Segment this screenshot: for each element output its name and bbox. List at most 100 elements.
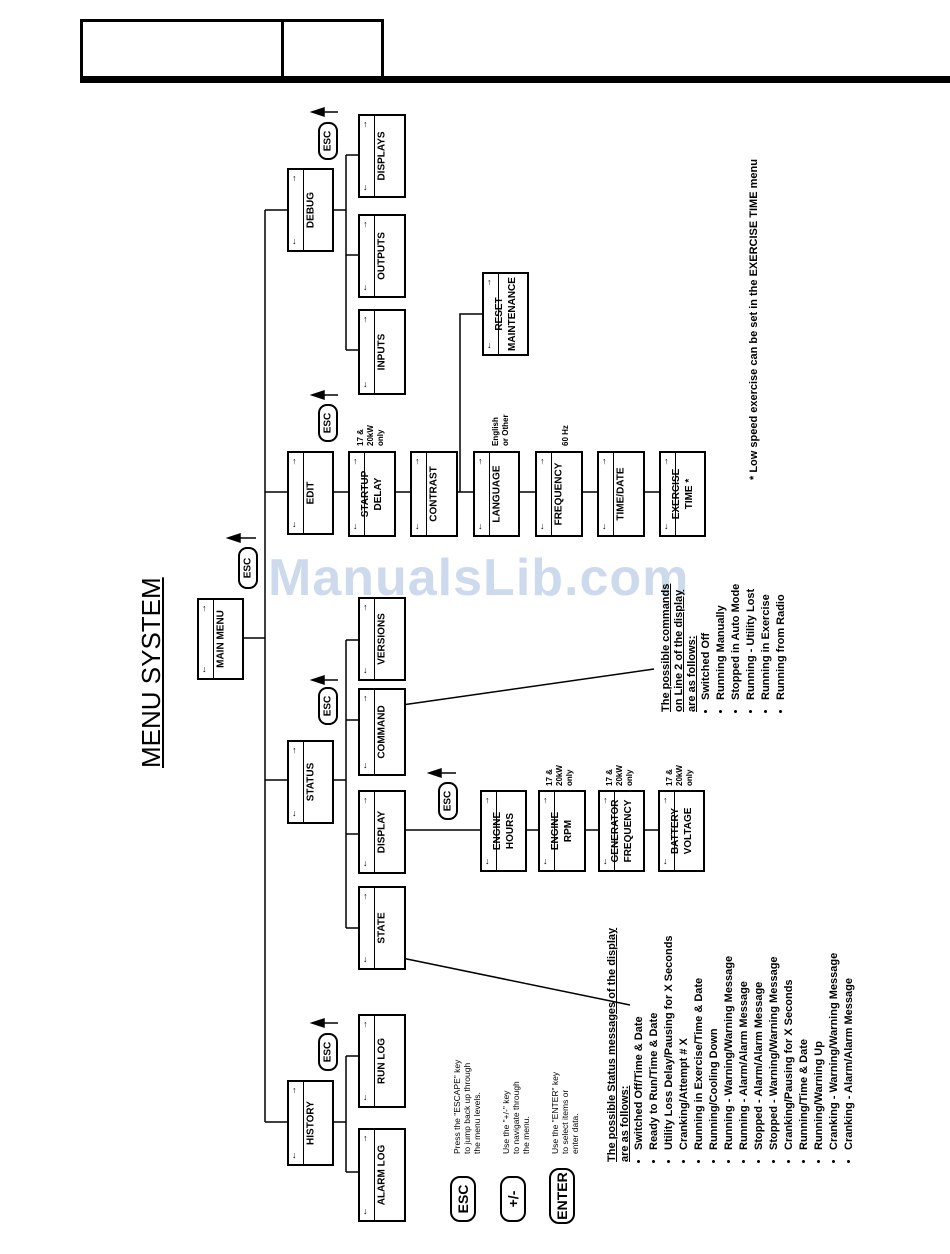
edit-box[interactable]: ↑↓ EDIT xyxy=(287,451,334,535)
list-item: Cranking - Alarm/Alarm Message xyxy=(842,928,857,1150)
displays-label: DISPLAYS xyxy=(376,131,388,181)
esc-edit: ESC xyxy=(318,404,338,442)
run-log-box[interactable]: ↑↓ RUN LOG xyxy=(358,1014,406,1108)
exercise-time-box[interactable]: ↑↓ EXERCISE TIME * xyxy=(659,451,706,537)
note-17-20kw-genfreq: 17 & 20kW only xyxy=(605,765,634,786)
esc-key: ESC xyxy=(450,1176,476,1222)
status-label: STATUS xyxy=(305,762,316,802)
enter-key-help: Use the "ENTER" key to select items or e… xyxy=(550,1071,580,1154)
state-box[interactable]: ↑↓ STATE xyxy=(358,886,406,970)
outputs-box[interactable]: ↑↓ OUTPUTS xyxy=(358,214,406,298)
status-messages-title-1: The possible Status messages of the disp… xyxy=(606,927,618,1162)
startup-delay-label: STARTUP DELAY xyxy=(360,470,384,518)
status-messages-block: The possible Status messages of the disp… xyxy=(606,928,857,1162)
list-item: Running in Exercise xyxy=(759,584,774,700)
main-menu-box[interactable]: ↑↓ MAIN MENU xyxy=(197,598,244,680)
status-messages-list: Switched Off/Time & DateReady to Run/Tim… xyxy=(632,928,857,1162)
engine-hours-box[interactable]: ↑↓ ENGINE HOURS xyxy=(480,790,527,872)
inputs-label: INPUTS xyxy=(376,333,388,371)
main-menu-label: MAIN MENU xyxy=(215,610,226,668)
esc-status: ESC xyxy=(318,687,338,725)
list-item: Utility Loss Delay/Pausing for X Seconds xyxy=(662,928,677,1150)
versions-label: VERSIONS xyxy=(376,613,388,665)
history-box[interactable]: ↑↓ HISTORY xyxy=(287,1080,334,1166)
esc-display: ESC xyxy=(438,782,458,820)
startup-delay-box[interactable]: ↑↓ STARTUP DELAY xyxy=(348,451,396,537)
status-box[interactable]: ↑↓ STATUS xyxy=(287,740,334,824)
alarm-log-label: ALARM LOG xyxy=(376,1144,388,1206)
engine-hours-label: ENGINE HOURS xyxy=(491,811,516,851)
time-date-label: TIME/DATE xyxy=(615,467,627,521)
generator-frequency-label: GENERATOR FREQUENCY xyxy=(609,799,634,863)
contrast-label: CONTRAST xyxy=(428,466,440,522)
time-date-box[interactable]: ↑↓ TIME/DATE xyxy=(597,451,645,537)
displays-box[interactable]: ↑↓ DISPLAYS xyxy=(358,114,406,198)
reset-maintenance-box[interactable]: ↑↓ RESET MAINTENANCE xyxy=(482,272,529,356)
alarm-log-box[interactable]: ↑↓ ALARM LOG xyxy=(358,1128,406,1222)
list-item: Running - Warning/Warning Message xyxy=(722,928,737,1150)
language-box[interactable]: ↑↓ LANGUAGE xyxy=(473,451,520,537)
list-item: Stopped - Alarm/Alarm Message xyxy=(752,928,767,1150)
display-box[interactable]: ↑↓ DISPLAY xyxy=(358,790,406,874)
list-item: Ready to Run/Time & Date xyxy=(647,928,662,1150)
watermark: ManualsLib.com xyxy=(268,549,690,607)
command-box[interactable]: ↑↓ COMMAND xyxy=(358,688,406,776)
note-english-other: English or Other xyxy=(491,414,510,446)
commands-title-2: on Line 2 of the display xyxy=(673,589,685,712)
reset-maintenance-label: RESET MAINTENANCE xyxy=(493,277,518,351)
contrast-box[interactable]: ↑↓ CONTRAST xyxy=(410,451,458,537)
run-log-label: RUN LOG xyxy=(376,1037,388,1085)
esc-key-help: Press the "ESCAPE" key to jump back up t… xyxy=(452,1059,482,1154)
list-item: Switched Off xyxy=(699,584,714,700)
note-60hz: 60 Hz xyxy=(561,425,570,446)
generator-frequency-box[interactable]: ↑↓ GENERATOR FREQUENCY xyxy=(598,790,645,872)
list-item: Running - Utility Lost xyxy=(744,584,759,700)
list-item: Running/Time & Date xyxy=(797,928,812,1150)
inputs-box[interactable]: ↑↓ INPUTS xyxy=(358,309,406,395)
history-label: HISTORY xyxy=(305,1101,316,1145)
list-item: Running from Radio xyxy=(774,584,789,700)
list-item: Running in Exercise/Time & Date xyxy=(692,928,707,1150)
list-item: Cranking/Attempt # X xyxy=(677,928,692,1150)
header-rule xyxy=(80,76,950,83)
language-label: LANGUAGE xyxy=(491,465,502,523)
battery-voltage-label: BATTERY VOLTAGE xyxy=(669,807,694,855)
engine-rpm-box[interactable]: ↑↓ ENGINE RPM xyxy=(538,790,586,872)
note-17-20kw-battery: 17 & 20kW only xyxy=(665,765,694,786)
exercise-time-label: EXERCISE TIME * xyxy=(670,468,695,520)
list-item: Stopped in Auto Mode xyxy=(729,584,744,700)
enter-key: ENTER xyxy=(549,1168,575,1224)
list-item: Cranking/Pausing for X Seconds xyxy=(782,928,797,1150)
note-17-20kw-rpm: 17 & 20kW only xyxy=(545,765,574,786)
commands-list: Switched OffRunning ManuallyStopped in A… xyxy=(699,584,789,712)
list-item: Running - Alarm/Alarm Message xyxy=(737,928,752,1150)
state-label: STATE xyxy=(376,912,388,944)
commands-title-1: The possible commands xyxy=(660,583,672,712)
list-item: Switched Off/Time & Date xyxy=(632,928,647,1150)
status-messages-title-2: are as follows: xyxy=(619,1085,631,1162)
outputs-label: OUTPUTS xyxy=(376,232,388,280)
commands-title-3: are as follows: xyxy=(686,635,698,712)
list-item: Running/Warning Up xyxy=(812,928,827,1150)
battery-voltage-box[interactable]: ↑↓ BATTERY VOLTAGE xyxy=(658,790,705,872)
versions-box[interactable]: ↑↓ VERSIONS xyxy=(358,597,406,681)
debug-label: DEBUG xyxy=(305,191,316,229)
commands-block: The possible commands on Line 2 of the d… xyxy=(660,584,789,712)
edit-label: EDIT xyxy=(305,481,316,505)
display-label: DISPLAY xyxy=(376,810,388,854)
plus-minus-key-help: Use the "+/-" key to navigate through th… xyxy=(501,1081,531,1154)
plus-minus-key: +/- xyxy=(500,1176,526,1222)
list-item: Cranking - Warning/Warning Message xyxy=(827,928,842,1150)
frequency-label: FREQUENCY xyxy=(553,462,565,526)
debug-box[interactable]: ↑↓ DEBUG xyxy=(287,168,334,252)
esc-debug: ESC xyxy=(318,122,338,160)
esc-main-menu: ESC xyxy=(238,547,258,589)
list-item: Running Manually xyxy=(714,584,729,700)
engine-rpm-label: ENGINE RPM xyxy=(550,811,574,851)
list-item: Running/Cooling Down xyxy=(707,928,722,1150)
frequency-box[interactable]: ↑↓ FREQUENCY xyxy=(535,451,583,537)
note-17-20kw-startup: 17 & 20kW only xyxy=(356,425,385,446)
page-title: MENU SYSTEM xyxy=(136,577,166,768)
command-label: COMMAND xyxy=(376,705,388,759)
